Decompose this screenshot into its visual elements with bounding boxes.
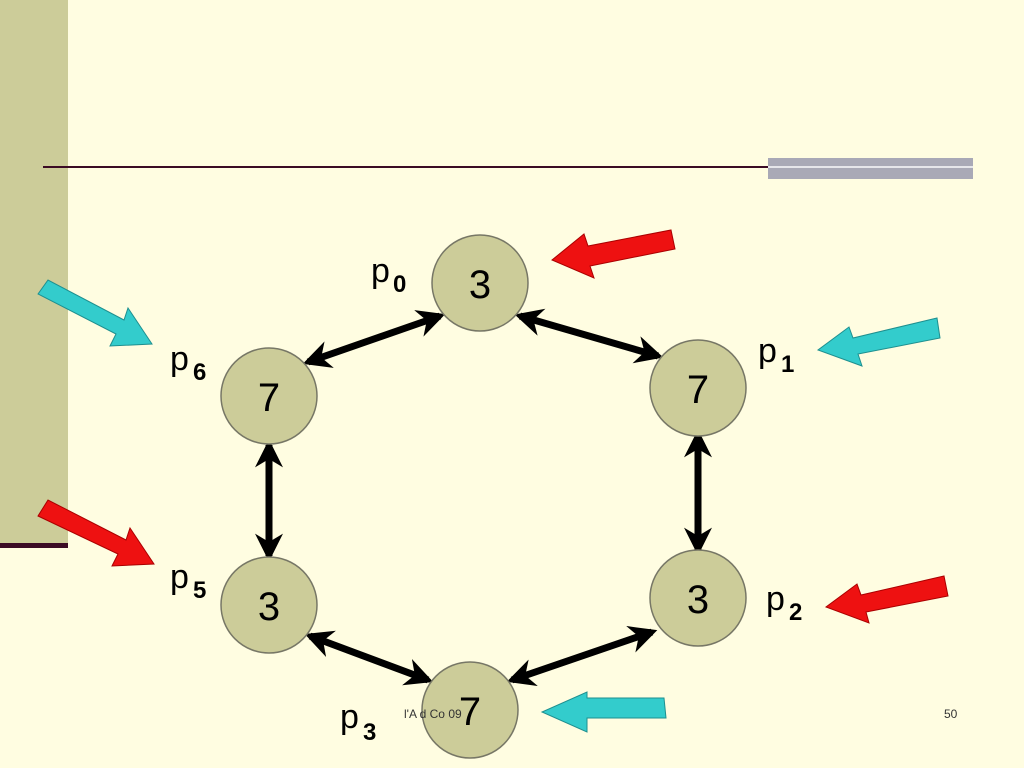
proc-letter: p [758, 332, 777, 370]
side-bar-edge [0, 543, 68, 548]
node-value: 7 [459, 690, 481, 734]
node-p5: 3 [220, 556, 318, 654]
proc-letter: p [340, 698, 359, 736]
node-p3: 7 [421, 661, 519, 759]
node-p2: 3 [649, 549, 747, 647]
proc-label-p5: p 5 [170, 558, 206, 604]
title-rule [43, 166, 973, 168]
proc-subscript: 1 [781, 351, 794, 378]
proc-letter: p [371, 252, 390, 290]
red-pointer-arrow-p2 [824, 575, 949, 624]
node-value: 3 [469, 263, 491, 307]
red-pointer-arrow-p0 [551, 229, 676, 279]
edge-p0-p1 [514, 308, 664, 364]
proc-subscript: 5 [193, 577, 206, 604]
node-p0: 3 [431, 234, 529, 332]
cyan-pointer-arrow-p3 [540, 691, 667, 733]
edge-p2-p3 [506, 626, 658, 686]
proc-subscript: 2 [789, 599, 802, 626]
node-p6: 7 [220, 347, 318, 445]
proc-label-p3: p 3 [340, 698, 376, 746]
node-p1: 7 [649, 339, 747, 437]
page-number: 50 [944, 707, 958, 721]
proc-label-p6: p 6 [170, 340, 206, 386]
proc-letter: p [170, 340, 189, 378]
proc-subscript: 0 [393, 271, 406, 298]
node-value: 3 [258, 585, 280, 629]
node-value: 3 [687, 578, 709, 622]
proc-label-p0: p 0 [371, 252, 406, 298]
edge-p6-p0 [302, 310, 446, 368]
cyan-pointer-arrow-p1 [816, 317, 941, 367]
proc-subscript: 3 [363, 719, 376, 746]
proc-letter: p [170, 558, 189, 596]
proc-label-p2: p 2 [766, 580, 802, 626]
cyan-pointer-arrow-p6 [37, 279, 153, 347]
proc-subscript: 6 [193, 359, 206, 386]
node-value: 7 [258, 376, 280, 420]
title-rule-block [768, 158, 973, 179]
proc-letter: p [766, 580, 785, 618]
edge-p3-p5 [304, 630, 434, 686]
red-pointer-arrow-p5 [37, 499, 155, 567]
node-value: 7 [687, 368, 709, 412]
side-bar [0, 0, 68, 545]
footer-text: l'A d Co 09 [404, 707, 462, 721]
proc-label-p1: p 1 [758, 332, 794, 378]
